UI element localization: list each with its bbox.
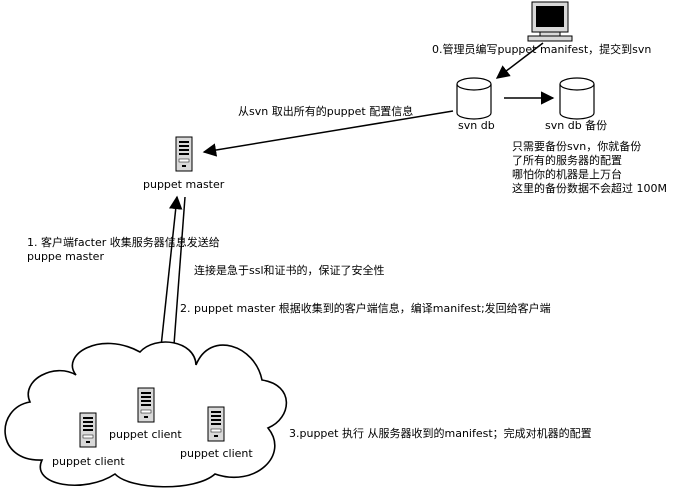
client-label-2: puppet client	[52, 455, 125, 468]
fetch-config-label: 从svn 取出所有的puppet 配置信息	[238, 105, 414, 118]
monitor-icon	[527, 1, 573, 42]
arrow-client-to-master	[159, 195, 183, 357]
client-label-3: puppet client	[180, 447, 253, 460]
step-0-label: 0.管理员编写puppet manifest，提交到svn	[432, 43, 652, 56]
svn-db-backup-label: svn db 备份	[545, 119, 608, 132]
arrow-master-to-client	[167, 196, 186, 360]
step-3-label: 3.puppet 执行 从服务器收到的manifest；完成对机器的配置	[289, 427, 592, 440]
server-icon	[175, 136, 193, 172]
arrow-svn-to-master	[202, 110, 454, 157]
server-icon	[207, 406, 225, 442]
svn-db-icon	[456, 77, 492, 120]
svn-db-backup-icon	[559, 77, 595, 120]
svn-db-label: svn db	[458, 119, 495, 132]
step-2-label: 2. puppet master 根据收集到的客户端信息，编译manifest;…	[180, 302, 551, 315]
arrow-admin-to-svn	[495, 42, 544, 79]
ssl-note: 连接是急于ssl和证书的，保证了安全性	[194, 264, 385, 277]
server-icon	[79, 412, 97, 448]
step-1-label: 1. 客户端facter 收集服务器信息发送给 puppe master	[27, 236, 220, 263]
server-icon	[137, 387, 155, 423]
backup-note: 只需要备份svn，你就备份 了所有的服务器的配置 哪怕你的机器是上万台 这里的备…	[512, 140, 667, 195]
puppet-master-label: puppet master	[143, 178, 225, 191]
client-label-1: puppet client	[109, 428, 182, 441]
